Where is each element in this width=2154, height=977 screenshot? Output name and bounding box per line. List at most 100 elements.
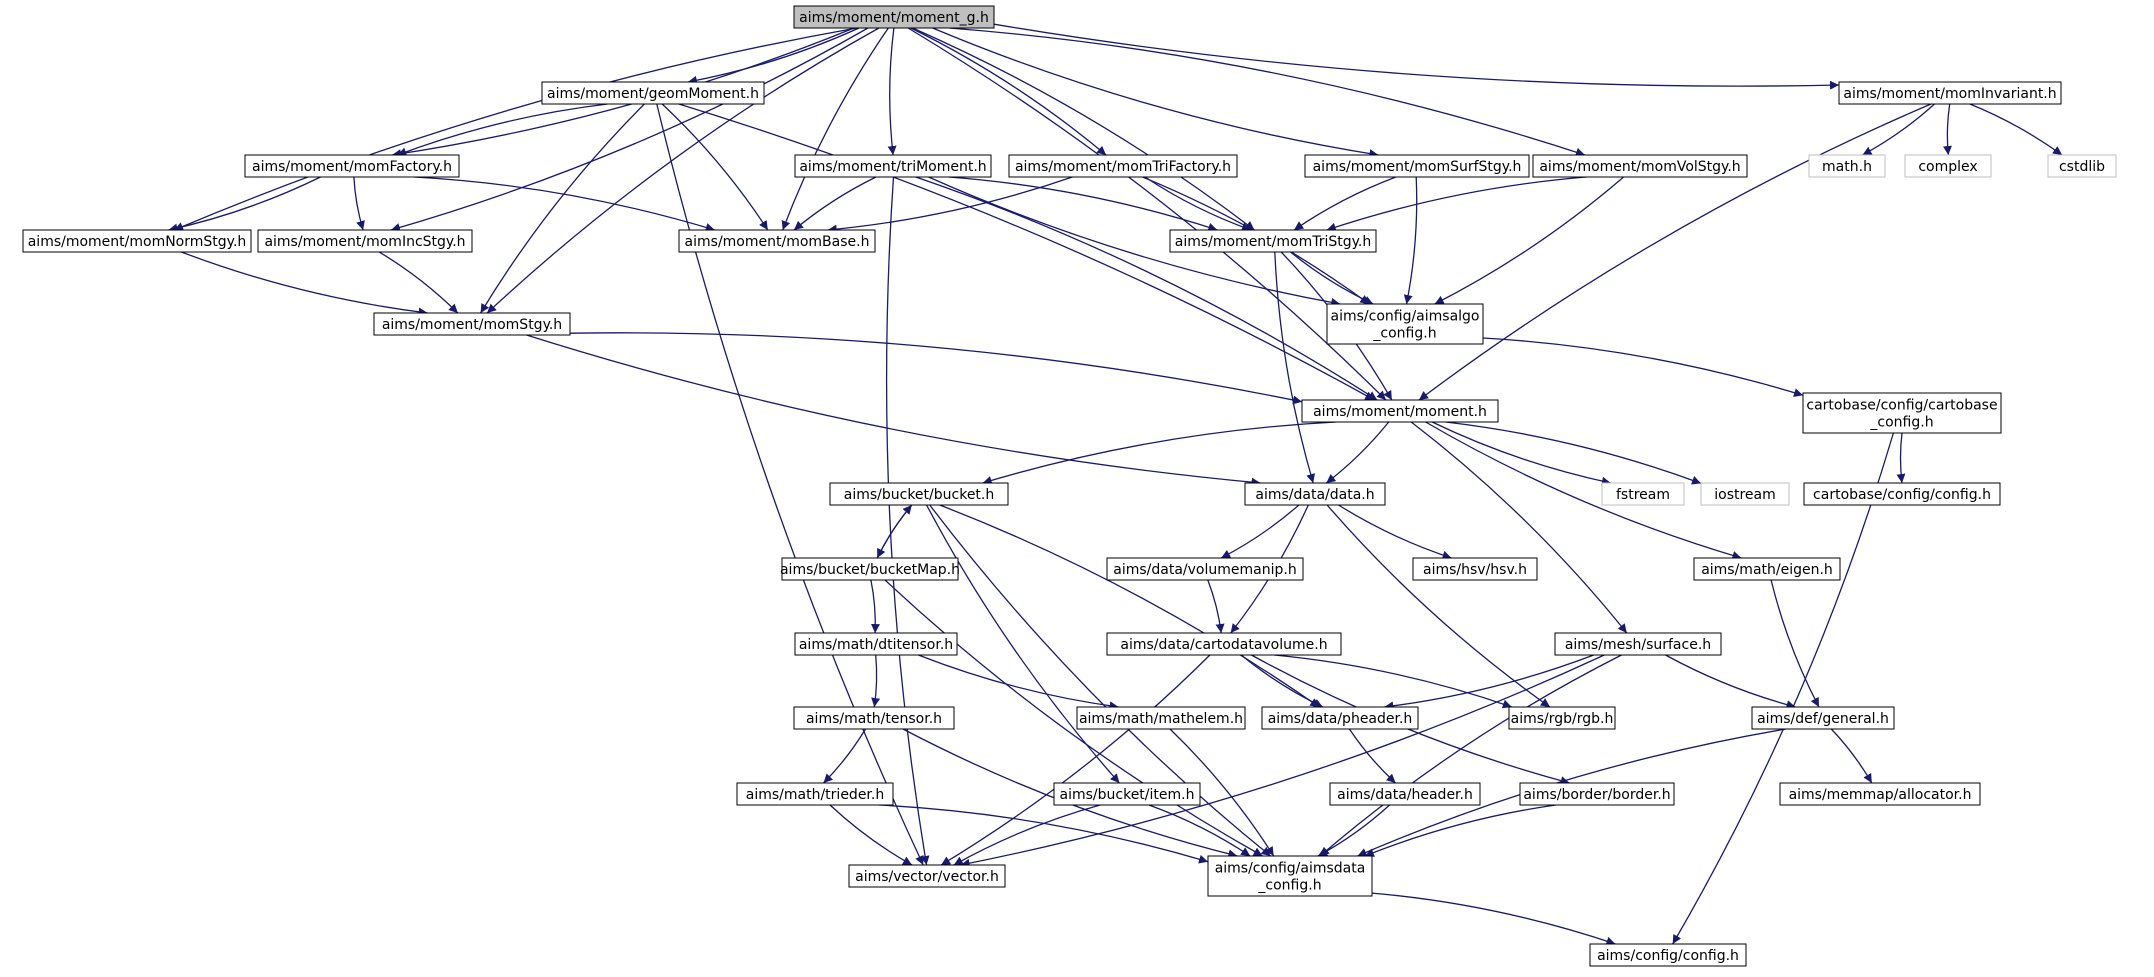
node-box xyxy=(373,312,571,336)
node-box xyxy=(1904,154,1992,178)
node-aims-moment-momsurfstgy-h[interactable]: aims/moment/momSurfStgy.h xyxy=(1304,154,1530,178)
node-aims-config-aimsdata-config-h[interactable]: aims/config/aimsdata_config.h xyxy=(1207,855,1373,897)
node-aims-moment-moment-h[interactable]: aims/moment/moment.h xyxy=(1301,399,1499,423)
node-aims-moment-momnormstgy-h[interactable]: aims/moment/momNormStgy.h xyxy=(22,229,252,253)
node-aims-moment-mominvariant-h[interactable]: aims/moment/momInvariant.h xyxy=(1838,81,2062,105)
node-label: aims/moment/momNormStgy.h xyxy=(28,234,247,250)
node-aims-data-volumemanip-h[interactable]: aims/data/volumemanip.h xyxy=(1106,557,1304,581)
node-aims-math-eigen-h[interactable]: aims/math/eigen.h xyxy=(1693,557,1841,581)
node-box xyxy=(1803,482,2001,506)
node-label: aims/moment/triMoment.h xyxy=(799,159,986,175)
edge-moment_g-to-triMoment xyxy=(887,27,897,156)
node-aims-hsv-hsv-h[interactable]: aims/hsv/hsv.h xyxy=(1412,557,1538,581)
node-aims-vector-vector-h[interactable]: aims/vector/vector.h xyxy=(848,864,1006,888)
node-aims-data-pheader-h[interactable]: aims/data/pheader.h xyxy=(1261,706,1419,730)
edge-item-to-aimsdata_config xyxy=(1148,804,1251,857)
node-label: aims/math/mathelem.h xyxy=(1079,711,1243,727)
node-box xyxy=(1532,154,1748,178)
node-aims-math-trieder-h[interactable]: aims/math/trieder.h xyxy=(736,782,894,806)
edge-momIncStgy-to-momStgy xyxy=(378,251,459,314)
node-box xyxy=(1693,557,1841,581)
edge-momStgy-to-moment xyxy=(569,332,1303,405)
node-label: iostream xyxy=(1714,487,1776,503)
node-aims-moment-moment-g-h[interactable]: aims/moment/moment_g.h xyxy=(793,5,995,29)
edge-trieder-to-vector xyxy=(829,804,913,866)
node-box xyxy=(1329,782,1481,806)
edge-momFactory-to-momIncStgy xyxy=(353,176,365,231)
edge-moment_g-to-momBase xyxy=(781,27,889,231)
edge-triMoment-to-vector xyxy=(885,176,930,866)
node-aims-border-border-h[interactable]: aims/border/border.h xyxy=(1519,782,1675,806)
node-label: math.h xyxy=(1822,159,1872,175)
node-label: aims/hsv/hsv.h xyxy=(1423,562,1527,578)
node-label: aims/moment/momIncStgy.h xyxy=(264,234,465,250)
edge-momInvariant-to-math_h xyxy=(1862,103,1935,156)
node-aims-data-cartodatavolume-h[interactable]: aims/data/cartodatavolume.h xyxy=(1106,632,1342,656)
node-aims-moment-trimoment-h[interactable]: aims/moment/triMoment.h xyxy=(794,154,992,178)
node-aims-mesh-surface-h[interactable]: aims/mesh/surface.h xyxy=(1554,632,1722,656)
node-box xyxy=(1751,706,1895,730)
edge-bucket-to-pheader xyxy=(939,504,1320,708)
node-aims-data-header-h[interactable]: aims/data/header.h xyxy=(1329,782,1481,806)
node-aims-moment-momincstgy-h[interactable]: aims/moment/momIncStgy.h xyxy=(257,229,473,253)
edge-moment_g-to-momSurfStgy xyxy=(932,27,1379,159)
edge-moment_g-to-geomMoment xyxy=(687,27,860,85)
node-aims-bucket-bucket-h[interactable]: aims/bucket/bucket.h xyxy=(829,482,1009,506)
node-fstream: fstream xyxy=(1601,482,1685,506)
edge-moment_g-to-momNormStgy xyxy=(173,27,857,231)
node-aims-config-aimsalgo-config-h[interactable]: aims/config/aimsalgo_config.h xyxy=(1326,303,1484,345)
edge-momTriFactory-to-momTriStgy xyxy=(1144,176,1252,232)
node-label: aims/moment/momVolStgy.h xyxy=(1539,159,1740,175)
node-label: aims/memmap/allocator.h xyxy=(1789,787,1972,803)
node-box xyxy=(781,557,959,581)
node-box xyxy=(1244,482,1386,506)
node-aims-memmap-allocator-h[interactable]: aims/memmap/allocator.h xyxy=(1779,782,1981,806)
edge-momTriStgy-to-aimsalgo_config xyxy=(1290,251,1374,305)
node-box xyxy=(1106,632,1342,656)
node-box xyxy=(848,864,1006,888)
edge-mathelem-to-aimsdata_config xyxy=(1169,728,1275,857)
edge-geomMoment-to-momBase xyxy=(661,103,769,231)
node-box xyxy=(1508,706,1616,730)
node-cartobase-config-cartobase-config-h[interactable]: cartobase/config/cartobase_config.h xyxy=(1802,392,2002,434)
node-aims-def-general-h[interactable]: aims/def/general.h xyxy=(1751,706,1895,730)
node-label: cartobase/config/config.h xyxy=(1813,487,1991,503)
node-label: aims/moment/moment.h xyxy=(1313,404,1487,420)
node-aims-moment-momtrifactory-h[interactable]: aims/moment/momTriFactory.h xyxy=(1008,154,1238,178)
edge-surface-to-general xyxy=(1665,654,1796,710)
edge-moment-to-iostream xyxy=(1445,421,1702,485)
edge-momVolStgy-to-aimsalgo_config xyxy=(1434,176,1625,305)
node-aims-data-data-h[interactable]: aims/data/data.h xyxy=(1244,482,1386,506)
node-box xyxy=(794,632,958,656)
node-label: aims/moment/moment_g.h xyxy=(799,10,989,26)
edge-momSurfStgy-to-momTriStgy xyxy=(1293,176,1397,231)
edge-momInvariant-to-complex xyxy=(1942,103,1952,156)
edge-moment_g-to-momTriFactory xyxy=(910,27,1107,156)
edge-moment_g-to-momTriStgy xyxy=(912,27,1255,231)
node-aims-math-dtitensor-h[interactable]: aims/math/dtitensor.h xyxy=(794,632,958,656)
node-aims-bucket-bucketmap-h[interactable]: aims/bucket/bucketMap.h xyxy=(780,557,960,581)
node-aims-config-config-h[interactable]: aims/config/config.h xyxy=(1589,943,1747,967)
node-aims-moment-geommoment-h[interactable]: aims/moment/geomMoment.h xyxy=(541,81,765,105)
node-aims-rgb-rgb-h[interactable]: aims/rgb/rgb.h xyxy=(1508,706,1616,730)
node-label: aims/bucket/bucket.h xyxy=(844,487,995,503)
node-label: _config.h xyxy=(1257,878,1321,894)
node-complex: complex xyxy=(1904,154,1992,178)
edge-geomMoment-to-momFactory xyxy=(397,103,608,157)
node-aims-bucket-item-h[interactable]: aims/bucket/item.h xyxy=(1053,782,1201,806)
node-aims-moment-mombase-h[interactable]: aims/moment/momBase.h xyxy=(678,229,876,253)
edge-general-to-allocator xyxy=(1830,728,1873,784)
node-cartobase-config-config-h[interactable]: cartobase/config/config.h xyxy=(1803,482,2001,506)
node-aims-moment-momstgy-h[interactable]: aims/moment/momStgy.h xyxy=(373,312,571,336)
node-aims-math-mathelem-h[interactable]: aims/math/mathelem.h xyxy=(1076,706,1246,730)
node-label: aims/moment/momStgy.h xyxy=(382,317,562,333)
node-aims-moment-momvolstgy-h[interactable]: aims/moment/momVolStgy.h xyxy=(1532,154,1748,178)
node-box xyxy=(1808,154,1886,178)
node-label: aims/config/config.h xyxy=(1597,948,1739,964)
node-label: aims/rgb/rgb.h xyxy=(1511,711,1614,727)
node-box xyxy=(1207,855,1373,897)
node-aims-moment-momfactory-h[interactable]: aims/moment/momFactory.h xyxy=(244,154,460,178)
edge-pheader-to-header xyxy=(1348,728,1397,784)
node-aims-moment-momtristgy-h[interactable]: aims/moment/momTriStgy.h xyxy=(1169,229,1377,253)
node-aims-math-tensor-h[interactable]: aims/math/tensor.h xyxy=(793,706,955,730)
